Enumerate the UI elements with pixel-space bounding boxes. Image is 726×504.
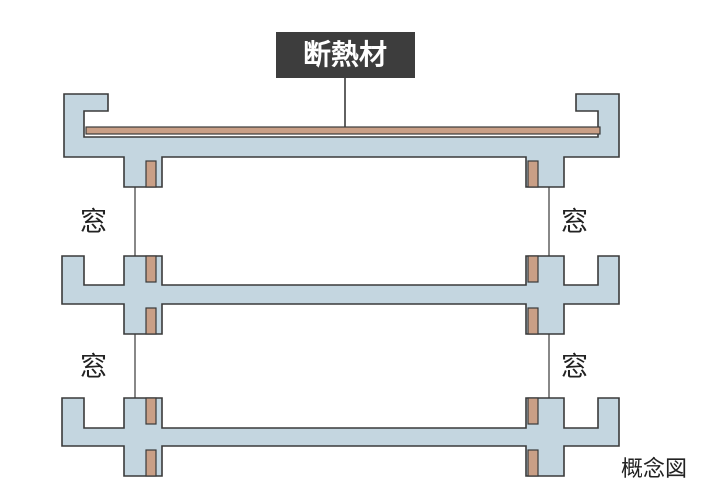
insulation-pad bbox=[527, 160, 539, 188]
roof-slab bbox=[63, 93, 620, 188]
insulation-pad bbox=[527, 255, 539, 283]
window-label-right-lower: 窓 bbox=[561, 352, 588, 383]
concept-label: 概念図 bbox=[621, 457, 687, 482]
insulation-pad bbox=[527, 449, 539, 477]
insulation-pad bbox=[145, 255, 157, 283]
window-label-left-lower: 窓 bbox=[80, 352, 107, 383]
insulation-label: 断熱材 bbox=[303, 38, 387, 71]
insulation-tag: 断熱材 bbox=[276, 32, 415, 128]
insulation-pad bbox=[145, 307, 157, 335]
window-label-left-upper: 窓 bbox=[80, 207, 107, 238]
insulation-pad bbox=[145, 449, 157, 477]
insulation-pad bbox=[527, 397, 539, 425]
insulation-pad bbox=[145, 160, 157, 188]
insulation-tag-box bbox=[276, 32, 415, 78]
roof-insulation bbox=[85, 126, 601, 135]
insulation-pads bbox=[145, 160, 539, 477]
window-lines bbox=[134, 187, 550, 398]
bottom-floor-slab bbox=[61, 397, 620, 477]
window-label-right-upper: 窓 bbox=[561, 207, 588, 238]
insulation-pad bbox=[527, 307, 539, 335]
insulation-pad bbox=[145, 397, 157, 425]
middle-floor-slab bbox=[61, 255, 620, 335]
